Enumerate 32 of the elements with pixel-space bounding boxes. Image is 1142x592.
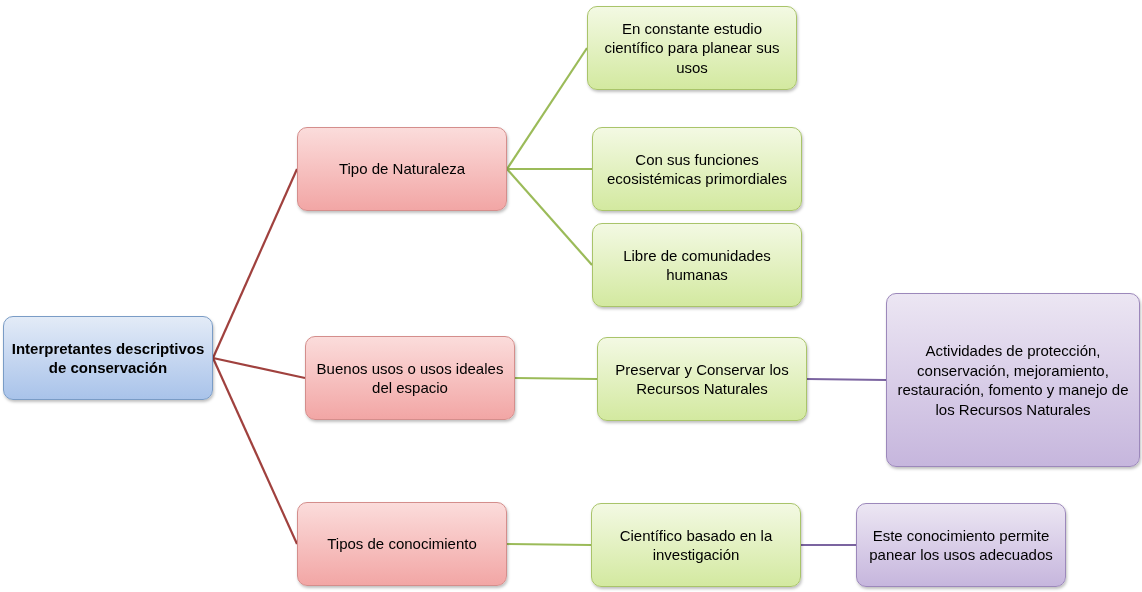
concept-box [297, 502, 507, 586]
concept-box [597, 337, 807, 421]
connector-line [506, 168, 593, 266]
box-text: Con sus funciones ecosistémicas primordiales [605, 149, 789, 189]
connector-line [801, 543, 856, 547]
concept-box [3, 316, 213, 400]
box-text: Libre de comunidades humanas [622, 245, 772, 285]
concept-box [297, 127, 507, 211]
concept-box [592, 127, 802, 211]
connector-line [212, 356, 306, 380]
connector-line [212, 357, 298, 545]
box-text: Buenos usos o usos ideales del espacio [315, 358, 505, 398]
box-text: Tipo de Naturaleza [338, 159, 466, 179]
connector-line [507, 167, 592, 171]
connector-line [212, 168, 298, 359]
box-text: En constante estudio científico para planear sus usos [603, 18, 781, 78]
box-text: Preservar y Conservar los Recursos Naturales [614, 359, 790, 399]
box-text: Este conocimiento permite panear los usos adecuados [868, 525, 1054, 565]
box-text: Tipos de conocimiento [327, 534, 477, 554]
connector-line [515, 376, 597, 381]
concept-box [587, 6, 797, 90]
concept-box [592, 223, 802, 307]
box-text: Científico basado en la investigación [618, 525, 774, 565]
box-text: Actividades de protección, conservación, mejoramiento, restauración, fomento y manejo de los Recursos Naturales [896, 341, 1130, 419]
concept-box [305, 336, 515, 420]
connector-line [507, 542, 591, 547]
concept-box [591, 503, 801, 587]
connector-line [506, 47, 588, 170]
concept-box [856, 503, 1066, 587]
box-text: Interpretantes descriptivos de conservación [10, 338, 206, 378]
concept-box [886, 293, 1140, 467]
connector-line [807, 377, 886, 382]
